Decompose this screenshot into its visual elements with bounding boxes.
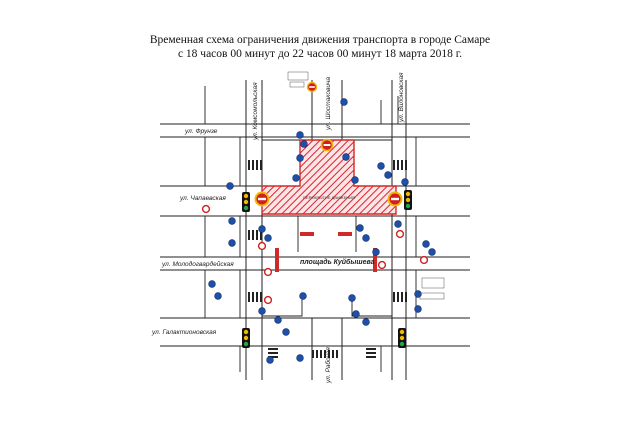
pedestrian-crossings <box>248 160 407 358</box>
blue-road-sign-icon <box>226 182 234 190</box>
blue-road-sign-icon <box>296 154 304 162</box>
blue-road-sign-icon <box>266 356 274 364</box>
block-bottom-left <box>205 345 241 372</box>
map-title: Временная схема ограничения движения тра… <box>149 34 491 46</box>
blue-road-sign-icon <box>214 292 222 300</box>
traffic-signal-southeast <box>398 328 406 348</box>
red-prohibition-sign-icon <box>263 295 273 305</box>
blue-road-sign-icon <box>348 294 356 302</box>
red-prohibition-sign-icon <box>201 204 211 214</box>
block-top-right <box>341 100 382 125</box>
street-label-rabochaya: ул. Рабочая <box>324 347 332 384</box>
blue-road-sign-icon <box>300 140 308 148</box>
red-prohibition-sign-icon <box>377 260 387 270</box>
barriers <box>275 232 377 272</box>
blue-road-sign-icon <box>296 354 304 362</box>
blue-road-sign-icon <box>258 307 266 315</box>
blue-road-sign-icon <box>362 234 370 242</box>
red-prohibition-sign-icon <box>419 255 429 265</box>
blue-road-sign-icon <box>258 225 266 233</box>
barrier-top-right <box>338 232 352 236</box>
street-label-shostakovicha: ул. Шостаковича <box>325 77 332 131</box>
blue-road-sign-icon <box>372 248 380 256</box>
traffic-signal-southwest <box>242 328 250 348</box>
traffic-signal-west <box>242 192 250 212</box>
closure-label: ПЕРЕКРЫТИЕ ДВИЖЕНИЯ <box>303 195 355 200</box>
red-prohibition-sign-icon <box>257 241 267 251</box>
blue-road-sign-icon <box>356 224 364 232</box>
blue-road-sign-icon <box>352 310 360 318</box>
street-label-frunze: ул. Фрунзе <box>184 128 218 135</box>
barrier-right <box>373 248 377 272</box>
blue-road-sign-icon <box>264 234 272 242</box>
blue-road-sign-icon <box>377 162 385 170</box>
blue-road-sign-icon <box>351 176 359 184</box>
block-left-upper <box>204 136 241 187</box>
barrier-left <box>275 248 279 272</box>
sign-plates <box>287 71 445 300</box>
blue-road-sign-icon <box>394 220 402 228</box>
square-label: площадь Куйбышева <box>300 258 375 266</box>
blue-road-sign-icon <box>340 98 348 106</box>
block-top-middle <box>261 98 313 125</box>
block-center-top-right <box>353 139 393 187</box>
traffic-signals <box>242 190 412 348</box>
block-right-upper <box>415 137 455 187</box>
street-label-molodogvardeyskaya: ул. Молодогвардейская <box>161 260 234 268</box>
no-entry-signs <box>254 81 403 207</box>
traffic-signal-east <box>404 190 412 210</box>
blue-road-sign-icon <box>401 178 409 186</box>
block-right-lower <box>415 270 455 319</box>
blue-road-sign-icon <box>384 171 392 179</box>
red-prohibition-sign-icon <box>395 229 405 239</box>
blue-road-sign-icon <box>296 131 304 139</box>
map-subtitle: с 18 часов 00 минут до 22 часов 00 минут… <box>177 48 463 60</box>
street-label-vilonovskaya: ул. Вилоновская <box>398 72 405 123</box>
street-label-komsomolskaya: ул. Комсомольская <box>252 82 259 141</box>
blue-road-sign-icon <box>228 217 236 225</box>
block-top-far-right <box>397 96 455 125</box>
closure-area <box>261 139 397 215</box>
blue-road-sign-icon <box>422 240 430 248</box>
blue-road-sign-icon <box>299 292 307 300</box>
no-entry-sign-west <box>254 191 270 207</box>
blue-road-sign-icon <box>414 290 422 298</box>
block-left-lower <box>204 270 241 319</box>
no-entry-sign-top <box>306 81 318 93</box>
blue-road-sign-icon <box>414 305 422 313</box>
closed-zone: ПЕРЕКРЫТИЕ ДВИЖЕНИЯ <box>261 139 397 215</box>
red-prohibition-sign-icon <box>263 267 273 277</box>
blue-road-sign-icon <box>362 318 370 326</box>
blue-road-sign-icon <box>274 316 282 324</box>
no-entry-sign-east <box>387 191 403 207</box>
no-entry-sign-north <box>320 138 334 152</box>
street-label-chapaevskaya: ул. Чапаевская <box>179 195 226 202</box>
blue-road-sign-icon <box>342 153 350 161</box>
blue-road-sign-icon <box>282 328 290 336</box>
blue-road-sign-icon <box>228 239 236 247</box>
street-label-galaktionovskaya: ул. Галактионовская <box>151 329 217 336</box>
road-signs <box>201 98 436 364</box>
blue-road-sign-icon <box>428 248 436 256</box>
blue-road-sign-icon <box>208 280 216 288</box>
barrier-top-left <box>300 232 314 236</box>
blue-road-sign-icon <box>292 174 300 182</box>
block-top-left <box>204 86 247 125</box>
